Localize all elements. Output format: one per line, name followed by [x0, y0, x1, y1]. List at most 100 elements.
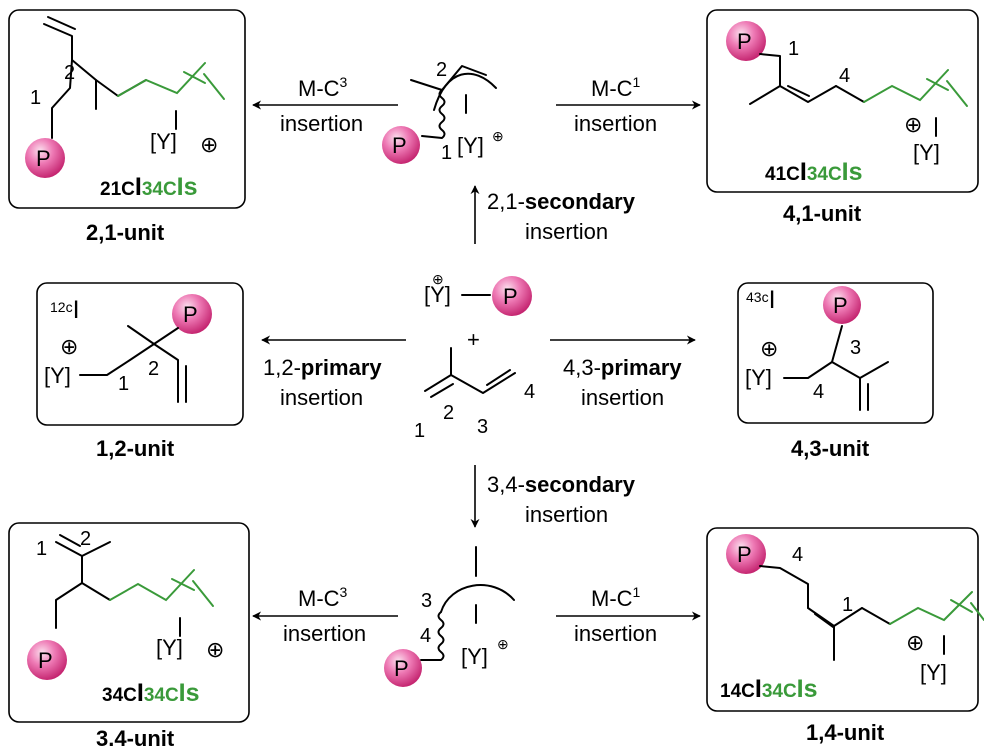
u43-y-label: [Y] [745, 365, 772, 390]
u12-tact-I1: I [73, 296, 80, 324]
u43-polymer-ball [823, 286, 861, 324]
u41-tact-s: s [849, 158, 863, 186]
u21-charge: ⊕ [200, 132, 218, 157]
allyl-bot-c3-label: 3 [421, 590, 432, 612]
u34-y-label: [Y] [156, 635, 183, 660]
u43-c4-label: 4 [813, 381, 824, 403]
u21-c2-label: 2 [64, 62, 75, 84]
arrow-down-prefix: 3,4- [487, 472, 525, 497]
allyl-bot-p-label: P [394, 656, 409, 681]
svg-text:2,1-secondary: 2,1-secondary [487, 189, 636, 214]
arrow-ll-mc3: M-C3 insertion [252, 584, 398, 646]
allyl-bot-c4-label: 4 [420, 625, 431, 647]
arrow-down-34-secondary: 3,4-secondary insertion [470, 465, 636, 528]
u12-label: 1,2-unit [96, 436, 175, 461]
arrow-lr-insertion: insertion [574, 621, 657, 646]
u34-tact-pre: 34C [102, 685, 137, 706]
u41-tact-mid: 34C [807, 164, 842, 185]
u34-charge: ⊕ [206, 637, 224, 662]
arrow-right-insertion: insertion [581, 385, 664, 410]
u41-polymer-ball [726, 21, 766, 61]
arrow-ll-insertion: insertion [283, 621, 366, 646]
u34-c2-label: 2 [80, 528, 91, 550]
arrow-up-insertion: insertion [525, 219, 608, 244]
u41-tact-I2: I [842, 158, 849, 186]
u43-charge: ⊕ [760, 336, 778, 361]
u21-tact-mid: 34C [142, 179, 177, 200]
u21-tact-I1: I [135, 173, 142, 201]
unit-21-box: 2 1 P [Y] ⊕ 21CI34CIs [8, 9, 246, 209]
arrow-ur-insertion: insertion [574, 111, 657, 136]
arrow-down-type: secondary [525, 472, 636, 497]
u12-tact-pre: 12c [50, 299, 73, 315]
arrow-ul-sup: 3 [340, 74, 348, 90]
u41-p-label: P [737, 29, 752, 54]
arrow-ur-label: M-C [591, 76, 633, 101]
u34-p-label: P [38, 648, 53, 673]
allyl-intermediate-bottom: 3 4 P [Y] ⊕ [384, 546, 515, 687]
unit-14-box: P 4 1 ⊕ [Y] 14CI34CIs [706, 527, 984, 712]
arrow-lr-sup: 1 [633, 584, 641, 600]
u21-label: 2,1-unit [86, 220, 165, 245]
svg-text:12cI: 12cI [50, 296, 80, 324]
u41-c1-label: 1 [788, 38, 799, 60]
u12-polymer-ball [172, 294, 212, 334]
arrow-right-type: primary [601, 355, 682, 380]
arrow-up-21-secondary: 2,1-secondary insertion [470, 185, 636, 244]
svg-text:M-C3: M-C3 [298, 74, 348, 101]
allyl-top-c1-label: 1 [441, 142, 452, 164]
unit-34-box: 1 2 P [Y] ⊕ 34CI34CIs [8, 522, 250, 723]
svg-text:4,3-primary: 4,3-primary [563, 355, 682, 380]
svg-text:1,2-primary: 1,2-primary [263, 355, 382, 380]
u34-tact-s: s [186, 679, 200, 707]
allyl-top-c2-label: 2 [436, 59, 447, 81]
u14-tact-I2: I [797, 675, 804, 703]
allyl-top-y-label: [Y] [457, 133, 484, 158]
u14-tact-I1: I [755, 675, 762, 703]
atom-2-label: 2 [443, 402, 454, 424]
arrow-left-12-primary: 1,2-primary insertion [261, 335, 406, 410]
u41-charge: ⊕ [904, 112, 922, 137]
svg-text:34CI34CIs: 34CI34CIs [102, 679, 200, 707]
svg-text:3,4-secondary: 3,4-secondary [487, 472, 636, 497]
u14-p-label: P [737, 542, 752, 567]
u21-tact-pre: 21C [100, 179, 135, 200]
arrow-ul-label: M-C [298, 76, 340, 101]
u34-c1-label: 1 [36, 538, 47, 560]
u43-tact-pre: 43c [746, 289, 769, 305]
arrow-ul-mc3: M-C3 insertion [252, 74, 398, 136]
svg-text:M-C1: M-C1 [591, 74, 641, 101]
svg-text:21CI34CIs: 21CI34CIs [100, 173, 198, 201]
arrow-lr-label: M-C [591, 586, 633, 611]
u34-label: 3.4-unit [96, 726, 175, 747]
u14-c1-label: 1 [842, 594, 853, 616]
allyl-top-charge: ⊕ [492, 128, 504, 144]
unit-43-box: 43cI P ⊕ [Y] 4 3 [737, 282, 934, 424]
unit-12-box: 12cI P ⊕ [Y] 1 2 [36, 282, 244, 426]
u12-c1-label: 1 [118, 373, 129, 395]
svg-text:M-C3: M-C3 [298, 584, 348, 611]
arrow-lr-mc1: M-C1 insertion [556, 584, 701, 646]
arrow-ur-mc1: M-C1 insertion [556, 74, 701, 136]
u21-y-label: [Y] [150, 129, 177, 154]
u43-tact-I1: I [769, 286, 776, 314]
u21-c1-label: 1 [30, 87, 41, 109]
u14-polymer-ball [726, 534, 766, 574]
u41-label: 4,1-unit [783, 201, 862, 226]
arrow-ur-sup: 1 [633, 74, 641, 90]
arrow-right-prefix: 4,3- [563, 355, 601, 380]
center-p-label: P [503, 284, 518, 309]
center-y-label: [Y] [424, 282, 451, 307]
arrow-up-type: secondary [525, 189, 636, 214]
arrow-ll-label: M-C [298, 586, 340, 611]
u12-y-label: [Y] [44, 363, 71, 388]
u41-y-label: [Y] [913, 140, 940, 165]
allyl-top-polymer-ball [382, 126, 420, 164]
u41-tact-pre: 41C [765, 164, 800, 185]
svg-text:M-C1: M-C1 [591, 584, 641, 611]
plus-sign: + [467, 327, 480, 352]
atom-4-label: 4 [524, 381, 535, 403]
center-cation-charge: ⊕ [432, 271, 444, 287]
arrow-ul-insertion: insertion [280, 111, 363, 136]
u21-polymer-ball [25, 138, 65, 178]
